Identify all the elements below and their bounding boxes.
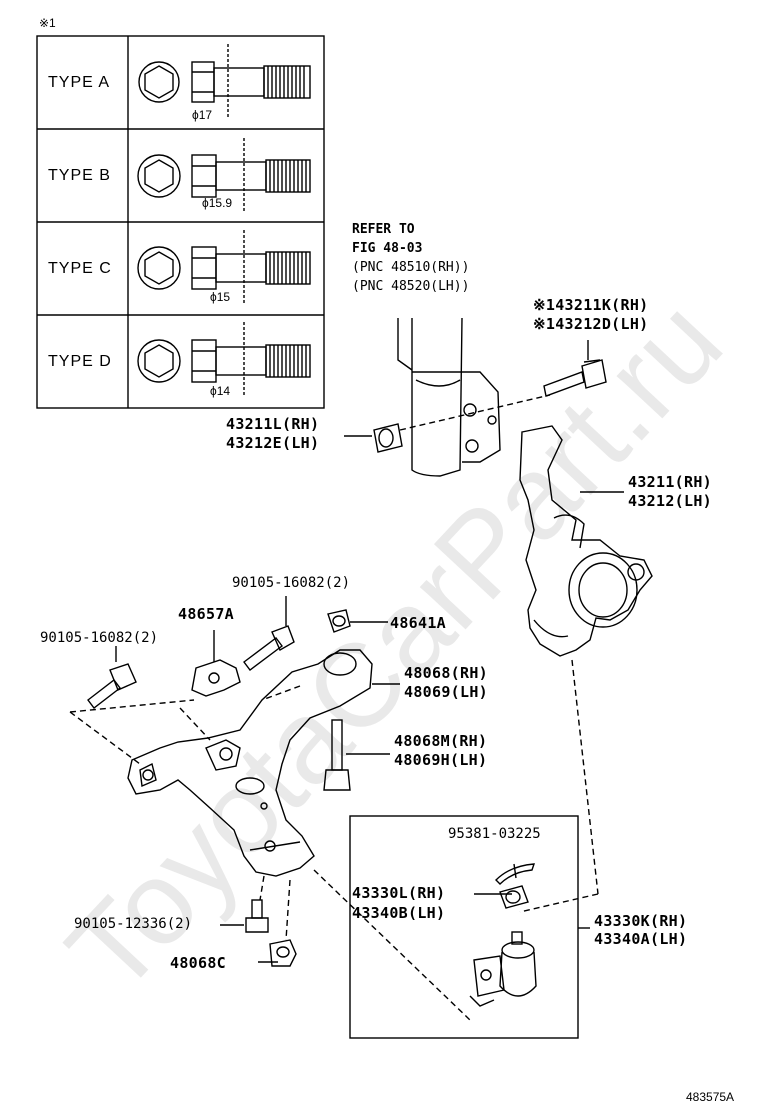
ball-joint-icon [469,931,537,1007]
arm-nut-icon [327,609,351,633]
part-bushing[interactable]: 48068C [170,954,226,972]
part-nut-48641a[interactable]: 48641A [390,614,446,632]
part-bolt-lh[interactable]: ※143212D(LH) [533,315,649,333]
type-d-bolt-icon [137,322,311,396]
part-bolt-top[interactable]: 90105-16082(2) [232,575,351,591]
part-knuckle-rh[interactable]: 43211(RH) [628,473,712,491]
part-cotter-pin[interactable]: 95381-03225 [448,826,541,842]
type-b-diameter: ϕ15.9 [202,196,233,210]
type-a-label: TYPE A [48,74,111,91]
type-a-bolt-icon [138,44,311,118]
bracket-icon [191,659,241,697]
refer-line-4: (PNC 48520(LH)) [352,279,470,294]
label-leaders [115,340,624,963]
part-bolt-bottom[interactable]: 90105-12336(2) [74,916,193,932]
type-c-diameter: ϕ15 [210,290,231,304]
part-bolt-rh[interactable]: ※143211K(RH) [533,296,649,314]
type-d-label: TYPE D [48,353,112,370]
type-b-label: TYPE B [48,167,111,184]
part-arm-lh[interactable]: 48069(LH) [404,683,488,701]
steering-knuckle-icon [519,425,653,657]
type-c-bolt-icon [137,230,311,304]
part-bj-nut-lh[interactable]: 43340B(LH) [352,904,446,922]
part-bj-nut-rh[interactable]: 43330L(RH) [352,884,446,902]
type-table [36,35,325,409]
part-arm-rh[interactable]: 48068(RH) [404,664,488,682]
figure-id: 483575A [686,1090,735,1104]
refer-line-2: FIG 48-03 [352,241,423,256]
strut-bolt-icon [543,359,607,397]
part-bolt-left[interactable]: 90105-16082(2) [40,630,159,646]
part-nut-rh[interactable]: 43211L(RH) [226,415,320,433]
lower-control-arm-icon [127,649,373,877]
refer-line-1: REFER TO [352,222,415,237]
refer-line-3: (PNC 48510(RH)) [352,260,470,275]
arm-bolt-left-icon [87,663,137,709]
part-bracket[interactable]: 48657A [178,605,234,623]
part-nut-lh[interactable]: 43212E(LH) [226,434,320,452]
strut-nut-icon [373,423,403,453]
arm-bolt-vertical-icon [323,719,351,791]
arm-bolt-bottom-icon [245,899,269,933]
part-arm-bolt-rh[interactable]: 48068M(RH) [394,732,488,750]
ball-joint-box [349,815,579,1039]
arm-bolt-top-icon [243,625,295,671]
note-mark: ※1 [39,16,56,30]
type-a-diameter: ϕ17 [192,108,213,122]
type-c-label: TYPE C [48,260,112,277]
refer-note: REFER TO FIG 48-03 (PNC 48510(RH)) (PNC … [352,220,469,296]
ball-joint-nut-icon [499,885,529,909]
part-knuckle-lh[interactable]: 43212(LH) [628,492,712,510]
part-arm-bolt-lh[interactable]: 48069H(LH) [394,751,488,769]
cotter-pin-icon [495,863,535,885]
part-ball-joint-rh[interactable]: 43330K(RH) [594,912,688,930]
type-b-bolt-icon [137,138,311,212]
part-ball-joint-lh[interactable]: 43340A(LH) [594,930,688,948]
type-d-diameter: ϕ14 [210,384,231,398]
leader-lines [69,659,599,1021]
strut-bracket-icon [397,317,501,477]
